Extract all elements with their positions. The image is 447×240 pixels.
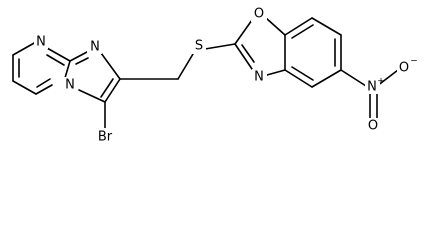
atom-o-oxazole: O bbox=[251, 6, 267, 22]
bond-c2-c3-double bbox=[100, 78, 114, 98]
bond-n-c2 bbox=[234, 43, 253, 70]
atom-n-oxazole: N bbox=[252, 69, 267, 85]
bond-c5-n-nitro bbox=[340, 69, 367, 87]
bond-c3-n4 bbox=[78, 89, 106, 103]
bond-c2-o bbox=[234, 19, 253, 45]
atom-n-oxazole-label: N bbox=[254, 70, 264, 85]
bond-c3a-n bbox=[266, 69, 286, 76]
bond-c4-c3a bbox=[284, 69, 313, 88]
atom-n-nitro-label: N bbox=[367, 80, 377, 95]
bond-c8a-n-imid bbox=[69, 51, 88, 62]
bond-c5-c4 bbox=[311, 69, 342, 88]
bond-c4-c3a-double bbox=[291, 66, 314, 81]
bonds bbox=[12, 17, 399, 131]
atom-n-bridgehead: N bbox=[62, 77, 77, 93]
bond-n-imid-c2 bbox=[100, 52, 121, 80]
bond-o-c7a bbox=[265, 17, 286, 36]
bond-c2-c3 bbox=[104, 78, 121, 103]
bond-n1-c7 bbox=[12, 41, 37, 56]
bond-c7-c6 bbox=[311, 17, 342, 36]
bond-c8a-n-imid-double bbox=[75, 57, 89, 65]
bond-n-nitro-o-top bbox=[376, 69, 399, 87]
atom-o-nitro-top: O − bbox=[397, 57, 418, 76]
atom-n-pyrimidine: N bbox=[34, 34, 48, 50]
atom-sulfur: S bbox=[191, 38, 206, 54]
atom-n-pyrimidine-label: N bbox=[36, 35, 46, 50]
bond-s-c2-benzoxazole bbox=[204, 43, 236, 50]
atom-o-oxazole-label: O bbox=[254, 7, 264, 22]
chemical-structure: N N N Br S O N bbox=[12, 6, 418, 145]
atom-n-bridgehead-label: N bbox=[65, 78, 75, 93]
bond-c7a-c7-double bbox=[291, 24, 314, 39]
bond-c8a-n1-double bbox=[46, 54, 65, 66]
atom-n-nitro-charge: + bbox=[377, 77, 385, 87]
bond-c5-n4 bbox=[35, 84, 53, 95]
atom-o-nitro-top-charge: − bbox=[410, 57, 418, 67]
bond-ch2-s bbox=[177, 53, 194, 80]
bond-c5-n4-double bbox=[36, 78, 51, 88]
atom-o-nitro-bottom: O bbox=[366, 118, 382, 134]
bond-c8a-n1 bbox=[46, 47, 71, 62]
bond-n4-c8a bbox=[64, 60, 71, 79]
atom-o-nitro-bottom-label: O bbox=[368, 119, 378, 134]
atom-o-nitro-top-label: O bbox=[399, 61, 409, 76]
atom-labels: N N N Br S O N bbox=[34, 6, 418, 145]
bond-c7a-c7 bbox=[284, 17, 313, 36]
atom-sulfur-label: S bbox=[195, 39, 203, 54]
atom-bromine: Br bbox=[93, 128, 117, 145]
atom-bromine-label: Br bbox=[98, 130, 113, 145]
bond-n-c2-double bbox=[241, 44, 255, 63]
atom-n-nitro: N + bbox=[365, 77, 385, 95]
atom-n-imidazole: N bbox=[87, 39, 102, 55]
atom-n-imidazole-label: N bbox=[90, 40, 100, 55]
bond-c6-c5 bbox=[12, 80, 37, 95]
